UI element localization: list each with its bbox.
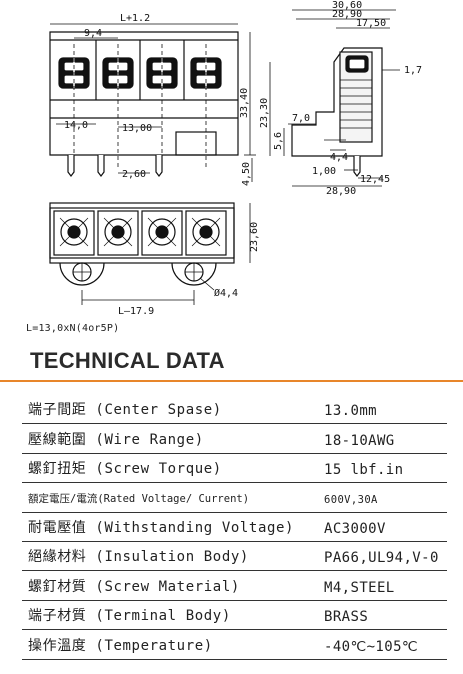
length-formula: L=13,0xN(4or5P)	[26, 323, 120, 334]
dim-top-len: L–17.9	[118, 306, 154, 317]
spec-row: 額定電压/電流(Rated Voltage/ Current) 600V,30A	[22, 483, 447, 513]
dim-hole: Ø4,4	[214, 287, 238, 299]
spec-value: BRASS	[324, 609, 369, 626]
dim-height: 33,40	[239, 88, 250, 118]
dim-44: 4,4	[330, 152, 348, 163]
dim-7: 7,0	[292, 113, 310, 124]
spec-label: 螺釘扭矩 (Screw Torque)	[28, 461, 222, 478]
spec-value: AC3000V	[324, 520, 386, 537]
spec-value: -40℃~105℃	[324, 638, 419, 655]
dim-w1: 30,60	[332, 0, 362, 11]
dim-pin: 4,50	[241, 162, 252, 186]
spec-row: 螺釘材質 (Screw Material) M4,STEEL	[22, 571, 447, 601]
spec-value: 18-10AWG	[324, 432, 395, 449]
spec-value: M4,STEEL	[324, 579, 395, 596]
spec-value: 600V,30A	[324, 493, 378, 506]
dim-c: 2,60	[122, 169, 146, 180]
spec-label: 絕緣材料 (Insulation Body)	[28, 549, 249, 566]
spec-label: 端子間距 (Center Spase)	[28, 402, 222, 419]
spec-row: 絕緣材料 (Insulation Body) PA66,UL94,V-0	[22, 542, 447, 572]
spec-row: 端子間距 (Center Spase) 13.0mm	[22, 395, 447, 425]
dim-100: 1,00	[312, 166, 336, 177]
spec-value: PA66,UL94,V-0	[324, 550, 439, 567]
dim-top-height: 23,60	[249, 222, 260, 252]
dim-top-length: L+1.2	[120, 13, 150, 24]
spec-label: 額定電压/電流(Rated Voltage/ Current)	[28, 492, 250, 505]
front-view	[49, 23, 256, 182]
dim-1245: 12,45	[360, 174, 390, 185]
dim-h: 23,30	[259, 98, 270, 128]
dim-a: 14,0	[64, 120, 88, 131]
spec-label: 耐電壓值 (Withstanding Voltage)	[28, 519, 295, 536]
spec-value: 15 lbf.in	[324, 462, 404, 479]
technical-drawing: L+1.2 9,4 14,0 13,00 2,60 33,40 4,50 30,…	[49, 0, 422, 317]
spec-label: 壓線範圍 (Wire Range)	[28, 431, 204, 448]
top-view	[49, 202, 251, 305]
side-view	[269, 9, 400, 187]
dim-b: 13,00	[122, 123, 152, 134]
spec-label: 操作溫度 (Temperature)	[28, 637, 213, 654]
dim-pitch: 9,4	[84, 28, 102, 39]
dim-r: 1,7	[404, 65, 422, 76]
terminal-cell	[141, 210, 183, 256]
spec-label: 螺釘材質 (Screw Material)	[28, 578, 240, 595]
spec-value: 13.0mm	[324, 403, 377, 420]
dim-bottom: 28,90	[326, 186, 356, 197]
spec-row: 壓線範圍 (Wire Range) 18-10AWG	[22, 424, 447, 454]
spec-table: 端子間距 (Center Spase) 13.0mm 壓線範圍 (Wire Ra…	[22, 395, 447, 660]
spec-row: 操作溫度 (Temperature) -40℃~105℃	[22, 630, 447, 660]
section-title: TECHNICAL DATA	[30, 348, 225, 373]
terminal-cell	[53, 210, 95, 256]
dim-w3: 17,50	[356, 18, 386, 29]
spec-row: 端子材質 (Terminal Body) BRASS	[22, 601, 447, 631]
spec-label: 端子材質 (Terminal Body)	[28, 608, 231, 625]
dim-56: 5,6	[273, 132, 284, 150]
spec-row: 耐電壓值 (Withstanding Voltage) AC3000V	[22, 513, 447, 542]
spec-row: 螺釘扭矩 (Screw Torque) 15 lbf.in	[22, 454, 447, 484]
accent-divider	[0, 380, 463, 382]
terminal-cell	[185, 210, 227, 256]
terminal-cell	[97, 210, 139, 256]
dim-w2: 28,90	[332, 9, 362, 20]
